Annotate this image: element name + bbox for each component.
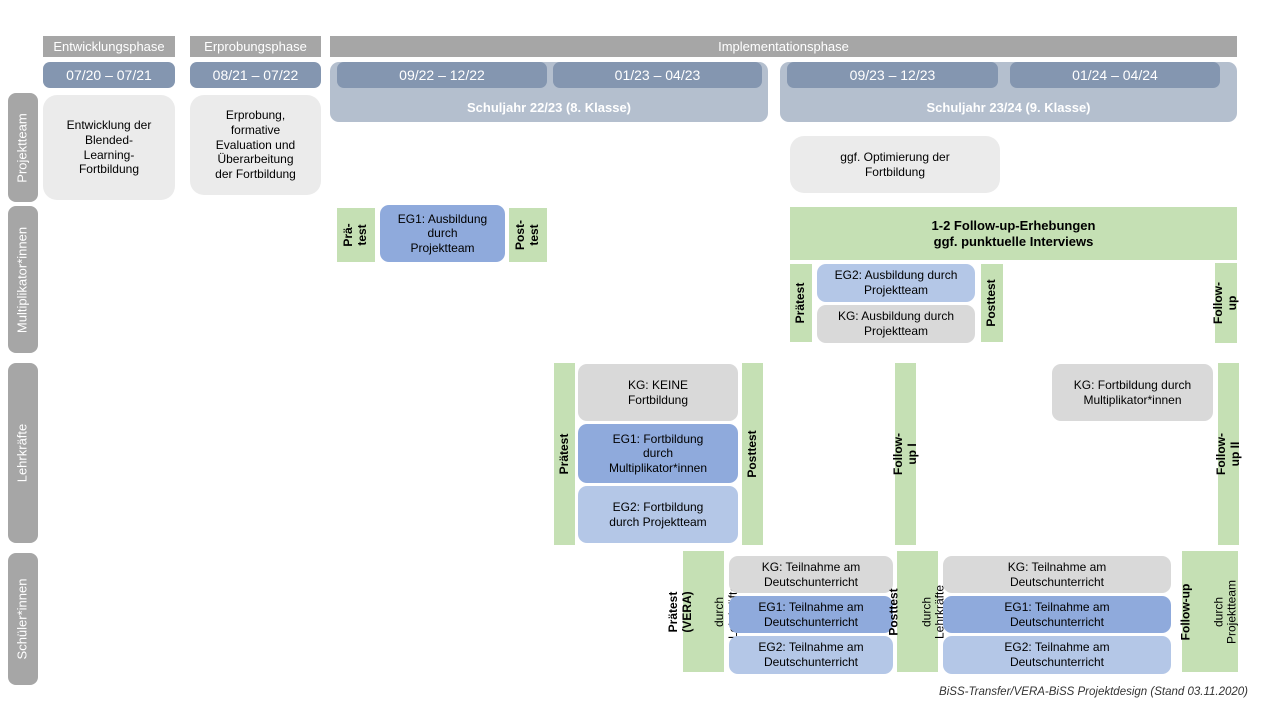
- row-label-schueler: Schüler*innen: [8, 553, 38, 685]
- date-range-0123-0423: 01/23 – 04/23: [553, 62, 762, 88]
- date-range-0720-0721: 07/20 – 07/21: [43, 62, 175, 88]
- bar-followup2-lehrkraefte: Follow-up II: [1214, 363, 1242, 545]
- bar-posttest-multiplikatoren-2-text: Posttest: [984, 279, 999, 327]
- row-label-lehrkraefte-text: Lehrkräfte: [14, 423, 30, 483]
- date-range-0922-1222: 09/22 – 12/22: [337, 62, 547, 88]
- box-kg-ausbildung-projektteam: KG: Ausbildung durch Projektteam: [817, 305, 975, 343]
- bar-posttest-multiplikatoren-1-text: Post- test: [513, 220, 541, 250]
- bar-followup-multiplikatoren: Follow-up: [1211, 263, 1239, 343]
- bar-praetest-lehrkraefte: Prätest: [554, 363, 575, 545]
- box-eg2-deutschunterricht-1: EG2: Teilnahme am Deutschunterricht: [729, 636, 893, 674]
- row-label-projektteam: Projektteam: [8, 93, 38, 202]
- box-entwicklung-blended-learning: Entwicklung der Blended- Learning- Fortb…: [43, 95, 175, 200]
- bar-praetest-multiplikatoren-2-text: Prätest: [793, 282, 808, 324]
- box-eg1-deutschunterricht-1: EG1: Teilnahme am Deutschunterricht: [729, 596, 893, 633]
- bar-praetest-multiplikatoren-1-text: Prä- test: [341, 223, 369, 247]
- row-label-multiplikatoren: Multiplikator*innen: [8, 206, 38, 353]
- phase-header-implementationsphase: Implementationsphase: [330, 36, 1237, 57]
- box-eg2-fortbildung-projektteam: EG2: Fortbildung durch Projektteam: [578, 486, 738, 543]
- box-kg-fortbildung-multiplikatoren: KG: Fortbildung durch Multiplikator*inne…: [1052, 364, 1213, 421]
- box-followup-erhebungen: 1-2 Follow-up-Erhebungen ggf. punktuelle…: [790, 207, 1237, 260]
- row-label-projektteam-text: Projektteam: [14, 112, 30, 183]
- box-eg2-deutschunterricht-2: EG2: Teilnahme am Deutschunterricht: [943, 636, 1171, 674]
- bar-posttest-multiplikatoren-2: Posttest: [981, 264, 1003, 342]
- box-eg2-ausbildung-projektteam: EG2: Ausbildung durch Projektteam: [817, 264, 975, 302]
- box-kg-keine-fortbildung: KG: KEINE Fortbildung: [578, 364, 738, 421]
- bar-posttest-schueler: Posttest durch Lehrkräfte: [887, 551, 947, 672]
- bar-praetest-multiplikatoren-1: Prä- test: [337, 208, 375, 262]
- row-label-multiplikatoren-text: Multiplikator*innen: [14, 226, 30, 333]
- bar-praetest-vera-schueler: Prätest (VERA) durch Lehrkräfte: [666, 551, 739, 672]
- date-range-0124-0424: 01/24 – 04/24: [1010, 62, 1220, 88]
- box-optimierung-fortbildung: ggf. Optimierung der Fortbildung: [790, 136, 1000, 193]
- date-range-0923-1223: 09/23 – 12/23: [787, 62, 998, 88]
- bar-praetest-vera-title: Prätest (VERA): [665, 590, 694, 633]
- bar-praetest-multiplikatoren-2: Prätest: [790, 264, 812, 342]
- bar-followup-schueler-title: Follow-up: [1179, 583, 1194, 640]
- date-range-0821-0722: 08/21 – 07/22: [190, 62, 321, 88]
- bar-followup-schueler-text: Follow-up durch Projektteam: [1162, 579, 1259, 643]
- diagram-caption: BiSS-Transfer/VERA-BiSS Projektdesign (S…: [939, 686, 1248, 698]
- box-kg-deutschunterricht-1: KG: Teilnahme am Deutschunterricht: [729, 556, 893, 593]
- phase-header-erprobungsphase: Erprobungsphase: [190, 36, 321, 57]
- bar-followup-schueler-subtitle: durch Projektteam: [1211, 579, 1240, 644]
- box-eg1-deutschunterricht-2: EG1: Teilnahme am Deutschunterricht: [943, 596, 1171, 633]
- bar-followup1-lehrkraefte-text: Follow-up I: [890, 433, 919, 475]
- bar-posttest-schueler-title: Posttest: [886, 587, 901, 636]
- box-erprobung-evaluation: Erprobung, formative Evaluation und Über…: [190, 95, 321, 195]
- row-label-lehrkraefte: Lehrkräfte: [8, 363, 38, 543]
- bar-posttest-multiplikatoren-1: Post- test: [509, 208, 547, 262]
- bar-followup-schueler: Follow-up durch Projektteam: [1179, 551, 1239, 672]
- box-eg1-ausbildung-projektteam: EG1: Ausbildung durch Projektteam: [380, 205, 505, 262]
- box-eg1-fortbildung-multiplikatoren: EG1: Fortbildung durch Multiplikator*inn…: [578, 424, 738, 483]
- row-label-schueler-text: Schüler*innen: [14, 578, 30, 660]
- bar-followup-multiplikatoren-text: Follow-up: [1211, 282, 1239, 324]
- box-kg-deutschunterricht-2: KG: Teilnahme am Deutschunterricht: [943, 556, 1171, 593]
- bar-followup1-lehrkraefte: Follow-up I: [891, 363, 919, 545]
- bar-posttest-lehrkraefte-text: Posttest: [744, 430, 759, 478]
- phase-header-entwicklungsphase: Entwicklungsphase: [43, 36, 175, 57]
- bar-praetest-lehrkraefte-text: Prätest: [556, 433, 571, 475]
- bar-followup2-lehrkraefte-text: Follow-up II: [1213, 433, 1242, 475]
- bar-posttest-lehrkraefte: Posttest: [742, 363, 763, 545]
